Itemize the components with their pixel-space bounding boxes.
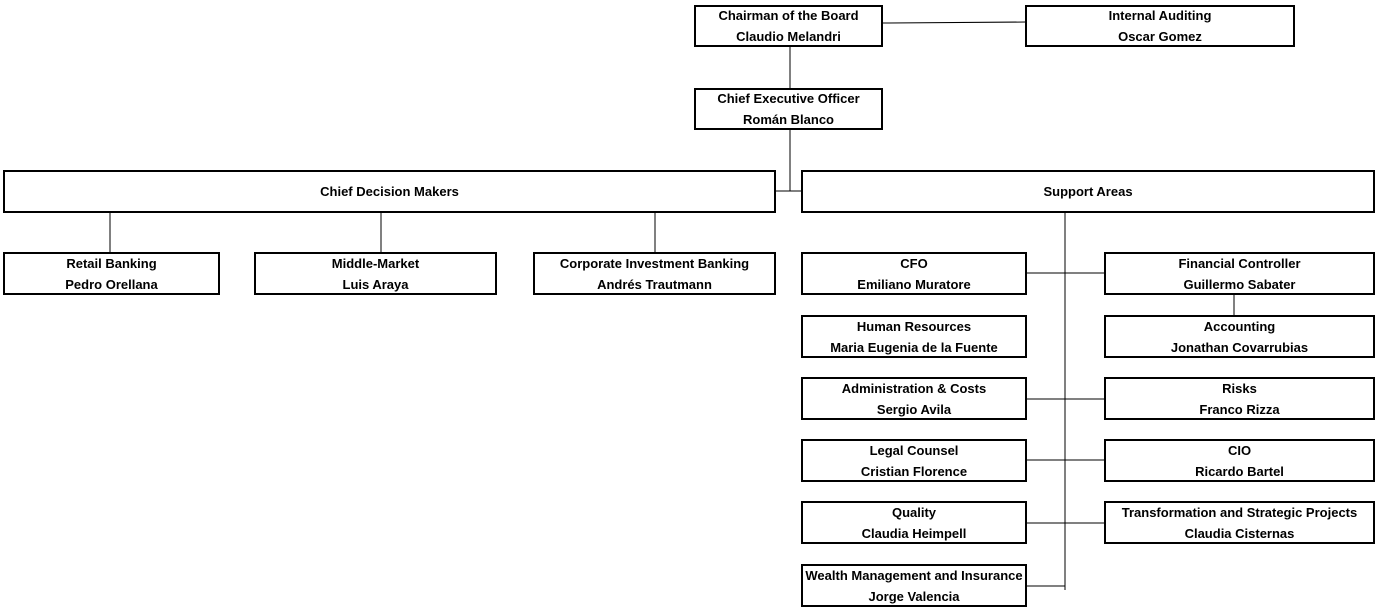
cio-box: CIO Ricardo Bartel bbox=[1104, 439, 1375, 482]
support-areas-box: Support Areas bbox=[801, 170, 1375, 213]
internal-auditing-title: Internal Auditing bbox=[1108, 8, 1212, 23]
legal-counsel-box: Legal Counsel Cristian Florence bbox=[801, 439, 1027, 482]
quality-title: Quality bbox=[891, 504, 937, 520]
middle-market-title: Middle-Market bbox=[331, 255, 420, 271]
cio-title: CIO bbox=[1227, 442, 1252, 458]
cfo-name: Emiliano Muratore bbox=[857, 276, 971, 292]
corporate-investment-banking-title: Corporate Investment Banking bbox=[559, 255, 750, 271]
cfo-title: CFO bbox=[900, 255, 928, 271]
wealth-management-box: Wealth Management and Insurance Jorge Va… bbox=[801, 564, 1027, 607]
transformation-name: Claudia Cisternas bbox=[1184, 525, 1295, 541]
connector-chairman-audit bbox=[881, 21, 1027, 24]
human-resources-box: Human Resources Maria Eugenia de la Fuen… bbox=[801, 315, 1027, 358]
middle-market-box: Middle-Market Luis Araya bbox=[254, 252, 497, 295]
risks-name: Franco Rizza bbox=[1199, 401, 1280, 417]
retail-banking-title: Retail Banking bbox=[66, 255, 157, 271]
ceo-box: Chief Executive Officer Román Blanco bbox=[694, 88, 883, 130]
financial-controller-box: Financial Controller Guillermo Sabater bbox=[1104, 252, 1375, 295]
chairman-name: Claudio Melandri bbox=[736, 29, 841, 44]
chairman-title: Chairman of the Board bbox=[718, 8, 859, 23]
retail-banking-name: Pedro Orellana bbox=[65, 276, 158, 292]
quality-box: Quality Claudia Heimpell bbox=[801, 501, 1027, 544]
financial-controller-title: Financial Controller bbox=[1178, 255, 1301, 271]
corporate-investment-banking-name: Andrés Trautmann bbox=[597, 276, 712, 292]
human-resources-name: Maria Eugenia de la Fuente bbox=[830, 339, 998, 355]
wealth-management-title: Wealth Management and Insurance bbox=[805, 567, 1023, 583]
ceo-title: Chief Executive Officer bbox=[717, 91, 860, 106]
quality-name: Claudia Heimpell bbox=[861, 525, 967, 541]
transformation-title: Transformation and Strategic Projects bbox=[1121, 504, 1358, 520]
accounting-box: Accounting Jonathan Covarrubias bbox=[1104, 315, 1375, 358]
chairman-box: Chairman of the Board Claudio Melandri bbox=[694, 5, 883, 47]
cfo-box: CFO Emiliano Muratore bbox=[801, 252, 1027, 295]
retail-banking-box: Retail Banking Pedro Orellana bbox=[3, 252, 220, 295]
wealth-management-name: Jorge Valencia bbox=[868, 588, 960, 604]
support-areas-title: Support Areas bbox=[1043, 184, 1133, 199]
corporate-investment-banking-box: Corporate Investment Banking Andrés Trau… bbox=[533, 252, 776, 295]
administration-costs-name: Sergio Avila bbox=[876, 401, 952, 417]
administration-costs-title: Administration & Costs bbox=[841, 380, 987, 396]
legal-counsel-name: Cristian Florence bbox=[860, 463, 968, 479]
internal-auditing-box: Internal Auditing Oscar Gomez bbox=[1025, 5, 1295, 47]
chief-decision-makers-title: Chief Decision Makers bbox=[320, 184, 459, 199]
accounting-name: Jonathan Covarrubias bbox=[1170, 339, 1309, 355]
middle-market-name: Luis Araya bbox=[342, 276, 409, 292]
administration-costs-box: Administration & Costs Sergio Avila bbox=[801, 377, 1027, 420]
risks-box: Risks Franco Rizza bbox=[1104, 377, 1375, 420]
transformation-box: Transformation and Strategic Projects Cl… bbox=[1104, 501, 1375, 544]
legal-counsel-title: Legal Counsel bbox=[869, 442, 959, 458]
cio-name: Ricardo Bartel bbox=[1195, 463, 1284, 479]
accounting-title: Accounting bbox=[1203, 318, 1276, 334]
financial-controller-name: Guillermo Sabater bbox=[1183, 276, 1296, 292]
risks-title: Risks bbox=[1222, 380, 1257, 396]
human-resources-title: Human Resources bbox=[856, 318, 972, 334]
ceo-name: Román Blanco bbox=[742, 112, 834, 127]
internal-auditing-name: Oscar Gomez bbox=[1118, 29, 1202, 44]
chief-decision-makers-box: Chief Decision Makers bbox=[3, 170, 776, 213]
